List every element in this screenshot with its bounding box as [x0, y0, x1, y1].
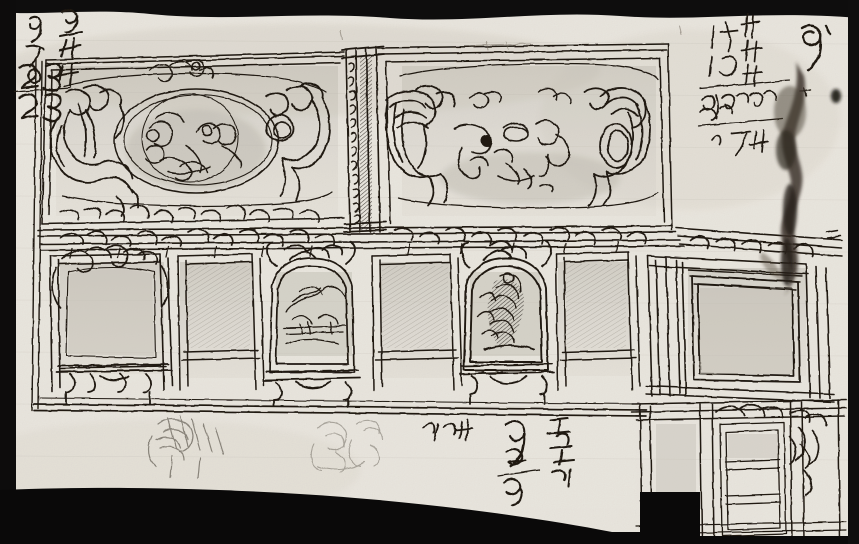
lower-bay-panel-6: [555, 251, 641, 391]
marginal-ornament-sketch-centre: [310, 419, 383, 473]
panel-crest-right: [469, 87, 572, 109]
panel-right-figures: [453, 120, 571, 193]
inscription-lower-centre: [423, 419, 473, 441]
niche-landscape-scene: [283, 285, 347, 345]
cornice-band: [37, 225, 843, 259]
lower-bay-panel-2: [177, 253, 265, 391]
niche-crest-sculpture: [460, 240, 552, 269]
inscription-lower-centre-column: [497, 416, 576, 508]
niche-crest-landscape: [266, 241, 356, 267]
cornice-ornament: [59, 226, 814, 257]
ink-stain: [760, 62, 841, 296]
panel-base-foliage-left: [59, 204, 320, 223]
sheet-right-edge: [848, 0, 859, 544]
lower-bay-mirror-left: [49, 244, 173, 405]
cartouche-figures: [145, 112, 242, 182]
faint-marks-upper: [339, 25, 683, 51]
upper-panel-left: [49, 58, 333, 223]
niche-sculpture-mass: [477, 272, 524, 350]
sheet-left-edge: [0, 0, 16, 544]
secondary-sketch-ornament: [715, 403, 827, 497]
lower-bay-niche-landscape: [263, 241, 361, 407]
drapery-left: [385, 84, 456, 207]
rocaille-left-panel-right-end: [265, 83, 331, 201]
central-pilaster: [341, 45, 387, 233]
pilaster-husk-chain: [348, 62, 360, 225]
lower-bay-niche-sculpture: [459, 240, 555, 405]
sheet-bottom-notch: [612, 492, 700, 544]
upper-panel-right: [385, 62, 659, 209]
cornice-modillions: [69, 241, 619, 259]
sheet-bottom-edge: [0, 487, 612, 544]
inscription-top-right: [697, 13, 791, 157]
sheet-top-edge: [0, 0, 859, 20]
marginal-ornament-sketch-left: [147, 415, 225, 479]
inscription-top-left-fractions: [55, 9, 83, 87]
console-table-left: [55, 363, 171, 405]
niche-pedestal: [459, 344, 555, 405]
inscription-top-right-numeral-nine: [800, 24, 832, 72]
panel-crest-left: [149, 58, 214, 82]
console-table-niche: [263, 369, 361, 407]
mirror-crest-left: [51, 244, 169, 309]
lower-bay-panel-4: [371, 253, 463, 391]
inscription-left-sums: [14, 63, 71, 122]
floor-line: [33, 397, 647, 417]
drapery-right: [583, 87, 651, 207]
